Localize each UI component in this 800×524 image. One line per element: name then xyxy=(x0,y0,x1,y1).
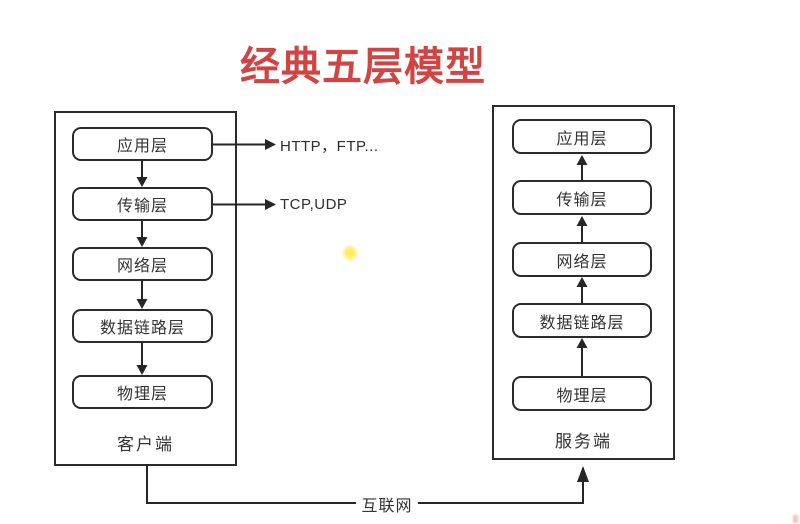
arrow-up-icon xyxy=(576,155,588,180)
layer-label: 数据链路层 xyxy=(539,314,625,332)
arrow-down-icon xyxy=(136,343,148,375)
arrow-right-icon xyxy=(213,139,276,150)
server-layer-network: 网络层 xyxy=(512,242,652,277)
arrow-down-icon xyxy=(136,221,148,247)
server-layer-application: 应用层 xyxy=(512,119,652,154)
arrow-down-icon xyxy=(136,281,148,309)
arrow-right-icon xyxy=(213,199,276,210)
corner-artifact xyxy=(793,515,798,523)
client-layer-network: 网络层 xyxy=(72,247,213,281)
layer-label: 网络层 xyxy=(556,253,608,271)
server-layer-physical: 物理层 xyxy=(512,376,652,411)
server-layer-transport: 传输层 xyxy=(512,180,652,215)
layer-label: 应用层 xyxy=(116,138,168,155)
client-layer-application: 应用层 xyxy=(72,127,213,161)
laser-pointer-dot xyxy=(342,245,358,261)
layer-label: 物理层 xyxy=(556,387,608,405)
server-label: 服务端 xyxy=(555,432,612,451)
protocol-label-application: HTTP，FTP... xyxy=(280,138,379,155)
layer-label: 传输层 xyxy=(116,198,168,215)
protocol-label-transport: TCP,UDP xyxy=(280,196,348,213)
arrow-up-icon xyxy=(576,338,588,376)
internet-label: 互联网 xyxy=(356,492,418,516)
arrow-up-icon xyxy=(576,277,588,303)
client-layer-physical: 物理层 xyxy=(72,375,213,409)
client-label: 客户端 xyxy=(117,435,174,454)
page-title: 经典五层模型 xyxy=(240,45,486,89)
layer-label: 物理层 xyxy=(116,386,168,403)
client-layer-transport: 传输层 xyxy=(72,187,213,221)
server-layer-datalink: 数据链路层 xyxy=(512,303,652,338)
layer-label: 传输层 xyxy=(556,191,608,209)
layer-label: 数据链路层 xyxy=(99,320,185,337)
arrow-up-icon xyxy=(576,216,588,242)
layer-label: 应用层 xyxy=(556,130,608,148)
layer-label: 网络层 xyxy=(116,258,168,275)
arrow-down-icon xyxy=(136,161,148,187)
client-layer-datalink: 数据链路层 xyxy=(72,309,213,343)
